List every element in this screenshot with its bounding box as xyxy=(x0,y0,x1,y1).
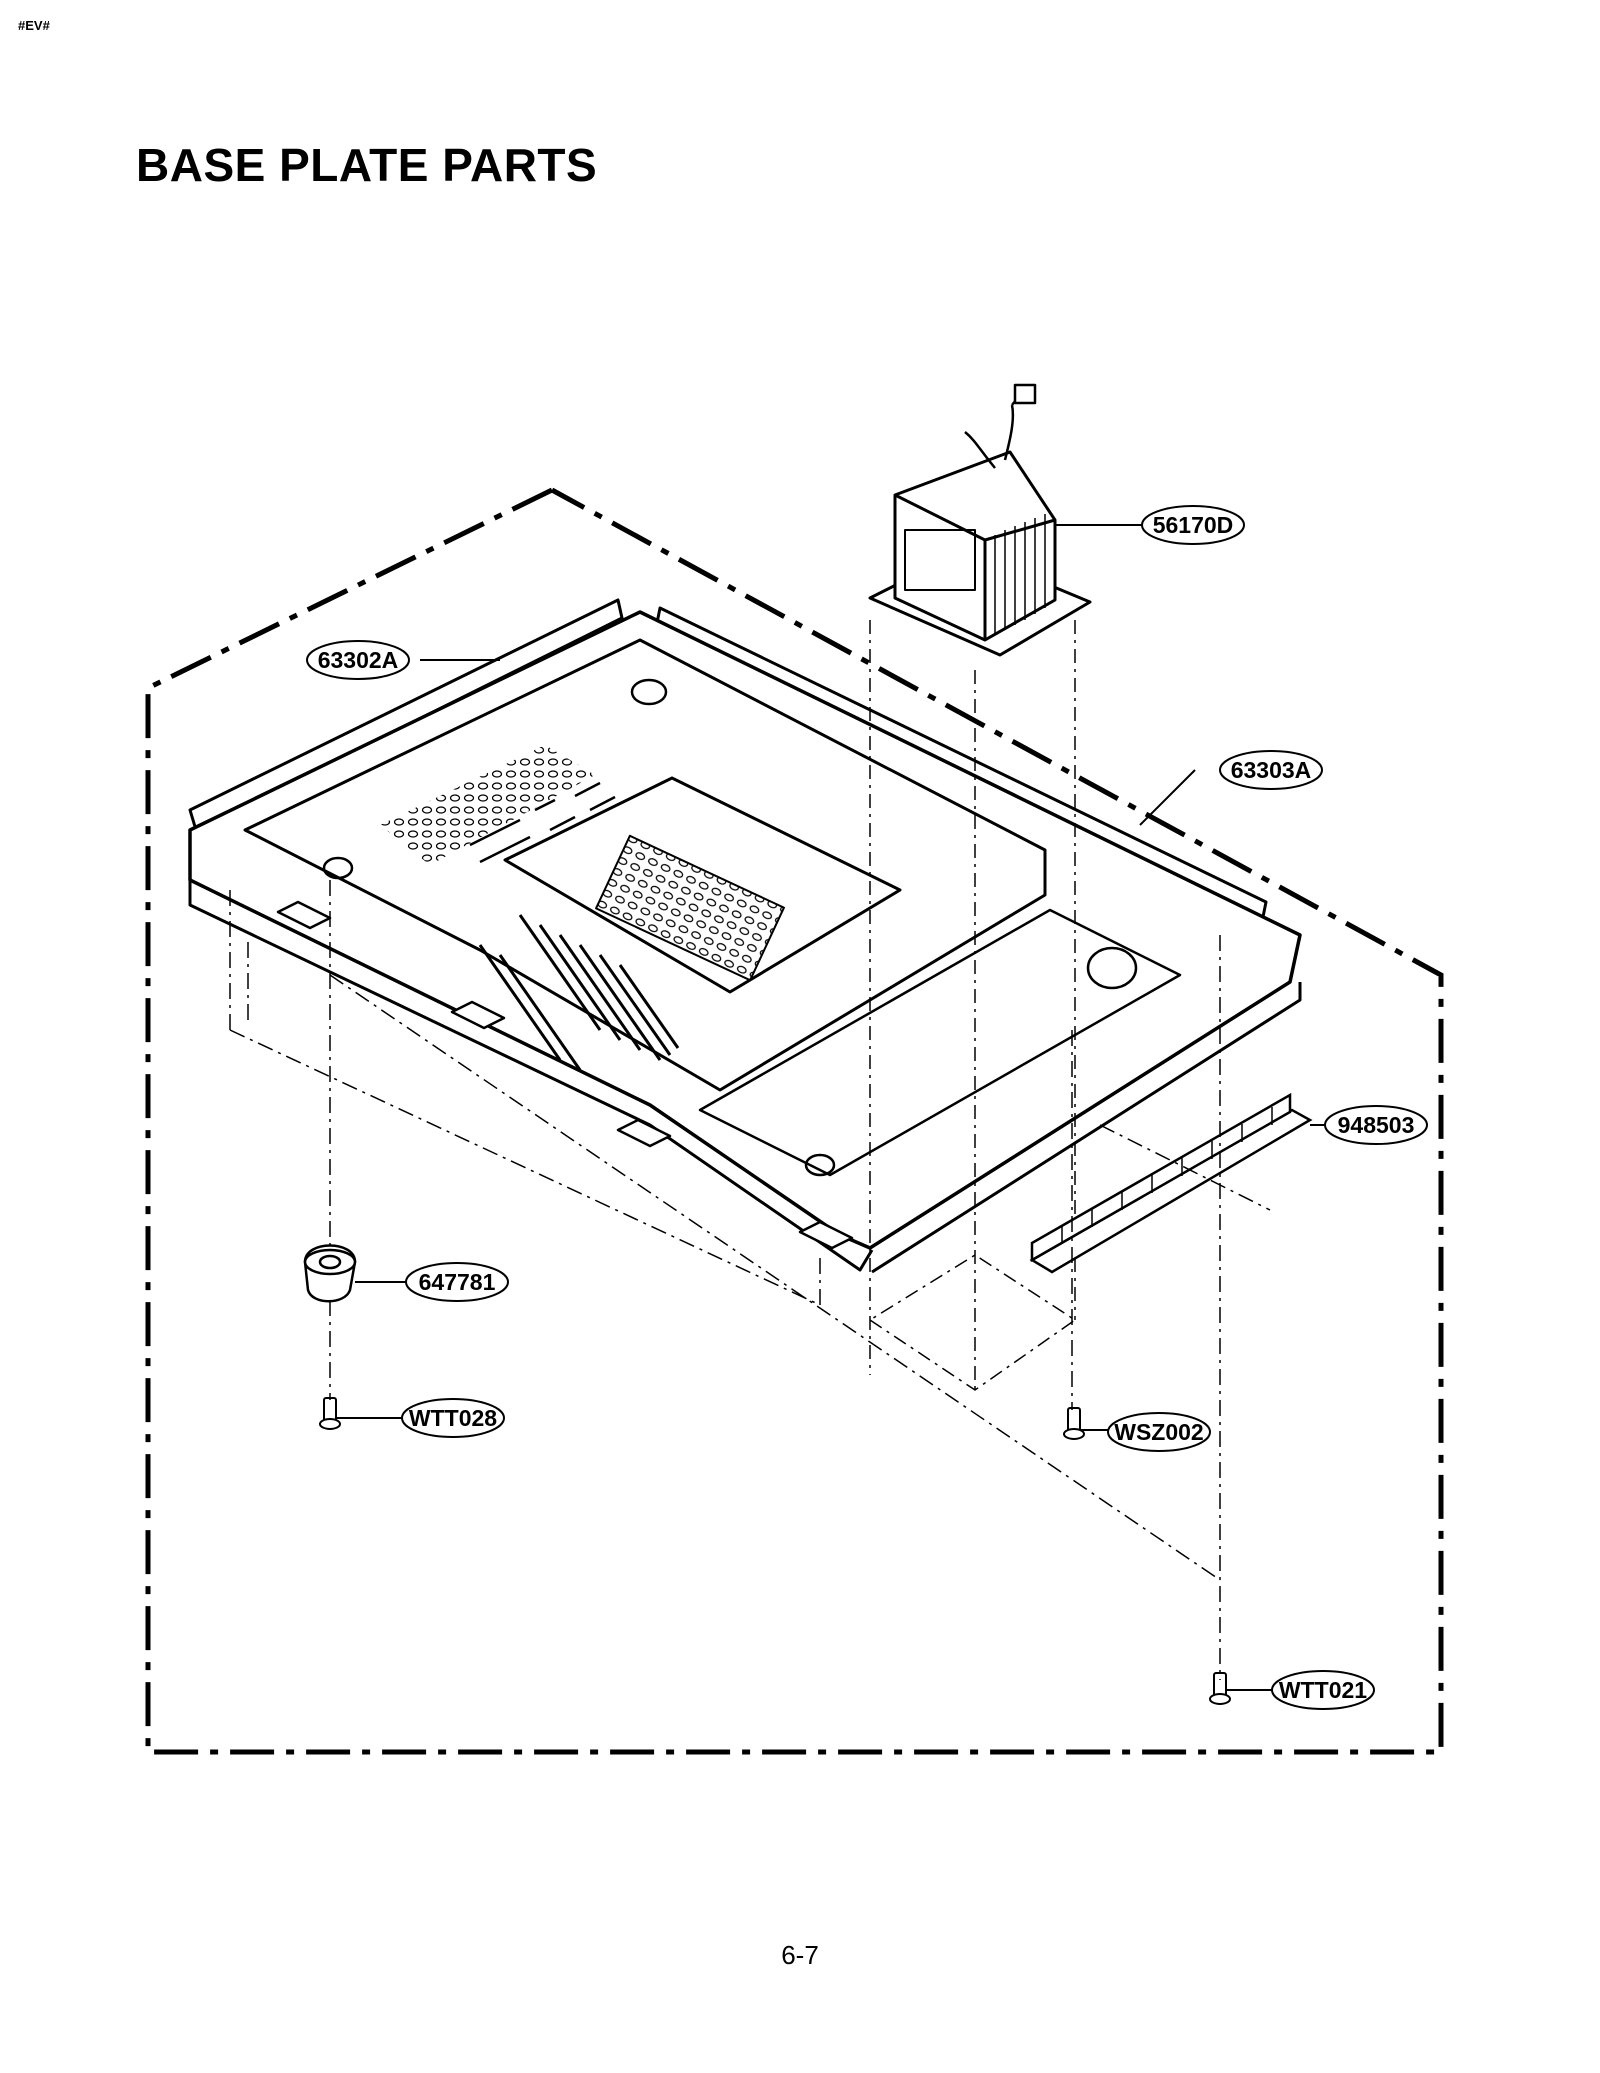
svg-text:WTT028: WTT028 xyxy=(409,1405,497,1431)
cushion-strip xyxy=(1029,1092,1313,1274)
callout-63303A: 63303A xyxy=(1219,750,1323,790)
svg-text:WTT021: WTT021 xyxy=(1279,1677,1367,1703)
transformer xyxy=(868,383,1092,657)
screw-icon xyxy=(319,1397,1231,1705)
base-plate xyxy=(188,598,1302,1274)
callout-63302A: 63302A xyxy=(306,640,410,680)
foot-rubber xyxy=(303,1244,357,1303)
svg-text:63302A: 63302A xyxy=(318,647,399,673)
callout-WSZ002: WSZ002 xyxy=(1107,1412,1211,1452)
callout-WTT028: WTT028 xyxy=(401,1398,505,1438)
svg-text:63303A: 63303A xyxy=(1231,757,1312,783)
assembly-boundary xyxy=(145,487,1444,1755)
svg-text:56170D: 56170D xyxy=(1153,512,1234,538)
leader-lines xyxy=(336,524,1325,1691)
callout-56170D: 56170D xyxy=(1141,505,1245,545)
svg-text:WSZ002: WSZ002 xyxy=(1114,1419,1203,1445)
svg-text:948503: 948503 xyxy=(1338,1112,1415,1138)
page-title: BASE PLATE PARTS xyxy=(136,139,598,191)
svg-text:647781: 647781 xyxy=(419,1269,496,1295)
projection-lines xyxy=(229,880,1271,1680)
page-number: 6-7 xyxy=(781,1940,819,1970)
callout-647781: 647781 xyxy=(405,1262,509,1302)
document-code: #EV# xyxy=(18,18,50,33)
callout-WTT021: WTT021 xyxy=(1271,1670,1375,1710)
transformer-projection xyxy=(869,620,1077,1391)
callout-948503: 948503 xyxy=(1324,1105,1428,1145)
